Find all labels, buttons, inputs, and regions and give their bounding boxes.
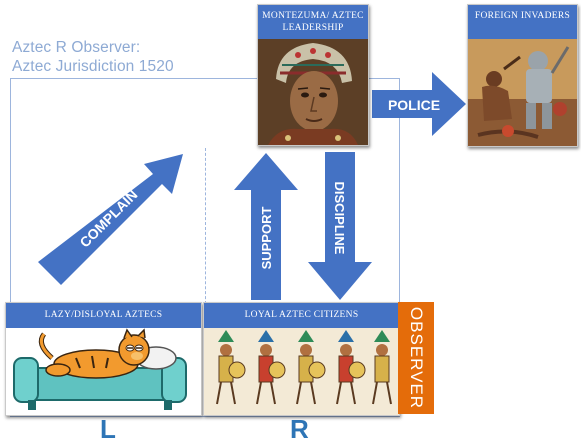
discipline-arrow: DISCIPLINE	[308, 152, 372, 300]
complain-arrow: COMPLAIN	[38, 154, 183, 285]
invaders-node: FOREIGN INVADERS	[467, 4, 578, 147]
leadership-label: MONTEZUMA/ AZTEC LEADERSHIP	[258, 5, 368, 39]
right-letter: R	[290, 414, 309, 444]
discipline-label: DISCIPLINE	[332, 182, 347, 255]
complain-label: COMPLAIN	[76, 186, 140, 250]
diagram-title-line1: Aztec R Observer:	[12, 39, 141, 56]
aztec-warriors-illustration	[204, 328, 399, 415]
police-arrow: POLICE	[372, 72, 466, 136]
support-label: SUPPORT	[259, 207, 274, 270]
lazy-cat-illustration	[6, 328, 201, 415]
loyal-label: LOYAL AZTEC CITIZENS	[204, 303, 399, 328]
leadership-node: MONTEZUMA/ AZTEC LEADERSHIP	[257, 4, 369, 146]
invaders-painting	[468, 39, 577, 146]
left-letter: L	[100, 414, 116, 444]
observer-node: OBSERVER	[398, 302, 434, 414]
police-label: POLICE	[388, 97, 440, 113]
jurisdiction-box	[10, 78, 400, 417]
diagram-title-line2: Aztec Jurisdiction 1520	[12, 58, 174, 75]
invaders-label: FOREIGN INVADERS	[468, 5, 577, 39]
support-arrow: SUPPORT	[234, 153, 298, 300]
lr-divider	[205, 148, 206, 304]
lazy-node: LAZY/DISLOYAL AZTECS	[5, 302, 202, 416]
observer-label: OBSERVER	[407, 306, 427, 410]
montezuma-portrait	[258, 39, 368, 145]
loyal-node: LOYAL AZTEC CITIZENS	[203, 302, 400, 416]
lazy-label: LAZY/DISLOYAL AZTECS	[6, 303, 201, 328]
